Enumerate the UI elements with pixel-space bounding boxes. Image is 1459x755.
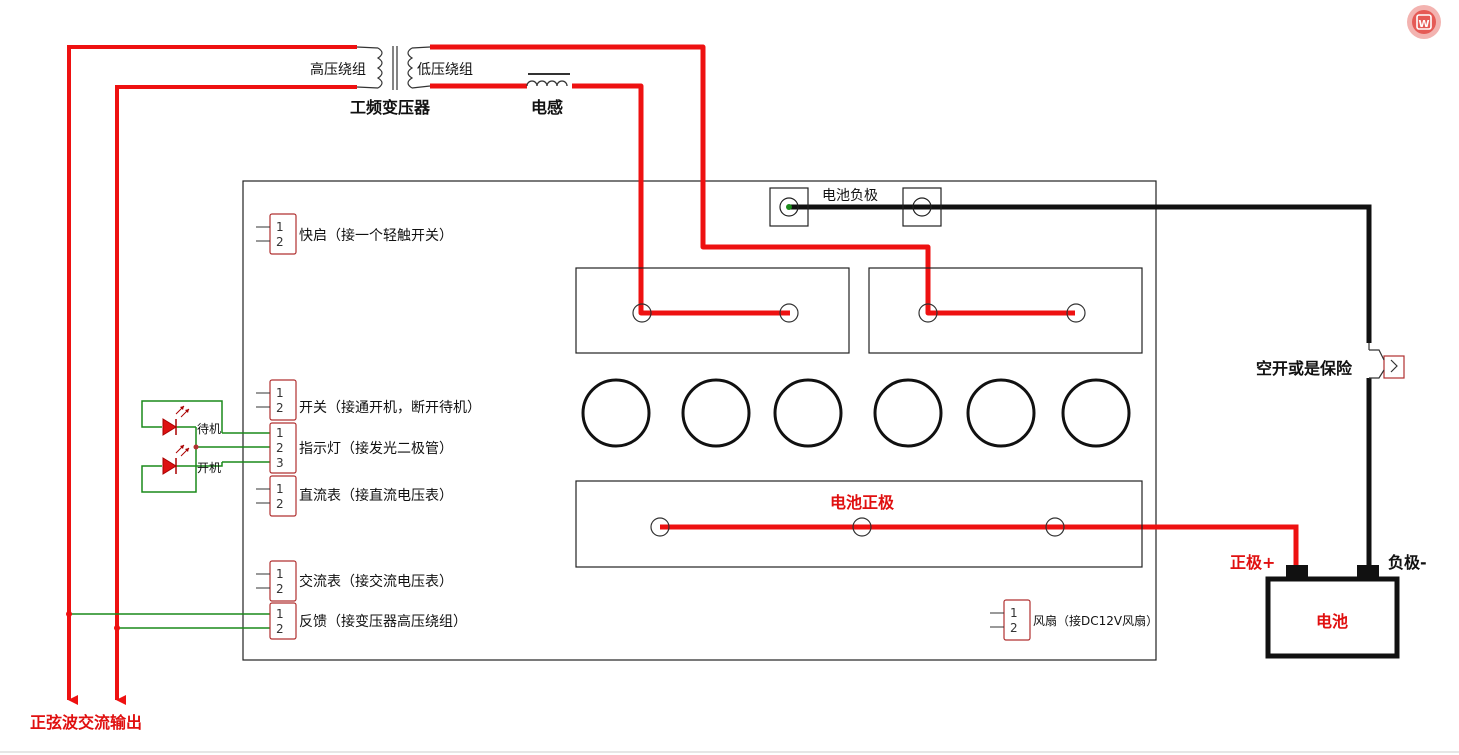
w-app-icon[interactable]: W <box>1407 5 1441 39</box>
svg-text:W: W <box>1418 19 1429 30</box>
inverter-board <box>242 180 1157 661</box>
connector-ac-meter[interactable]: 1 2 <box>256 560 297 602</box>
battery-icon <box>1265 565 1400 659</box>
svg-text:2: 2 <box>1010 621 1018 635</box>
low-side-wires <box>430 44 1075 316</box>
ac-output-label: 正弦波交流输出 <box>30 713 142 732</box>
connector-indicator[interactable]: 1 2 3 <box>269 422 297 474</box>
positive-terminals <box>650 517 1065 537</box>
standby-led-icon <box>162 405 190 436</box>
svg-text:2: 2 <box>276 497 284 511</box>
board-positive-label: 电池正极 <box>830 493 895 512</box>
svg-text:1: 1 <box>276 220 284 234</box>
breaker-label: 空开或是保险 <box>1256 359 1353 378</box>
feedback-wires <box>69 613 270 629</box>
connector-quick-start[interactable]: 1 2 <box>256 213 297 255</box>
power-on-led-icon <box>162 444 190 475</box>
svg-text:1: 1 <box>276 386 284 400</box>
junction-dot <box>66 611 72 617</box>
power-block <box>575 267 1143 354</box>
indicator-label: 指示灯（接发光二极管） <box>299 440 453 457</box>
svg-text:1: 1 <box>276 426 284 440</box>
battery-name: 电池 <box>1316 612 1348 631</box>
svg-text:3: 3 <box>276 456 284 470</box>
battery-positive-label: 正极+ <box>1230 553 1275 572</box>
svg-text:1: 1 <box>276 482 284 496</box>
power-on-led-label: 开机 <box>197 461 221 475</box>
inductor-name: 电感 <box>531 98 563 117</box>
junction-dot <box>114 625 120 631</box>
battery-positive-wire <box>660 524 1299 568</box>
breaker-icon <box>1368 343 1405 379</box>
high-winding-label: 高压绕组 <box>310 61 366 78</box>
connector-switch[interactable]: 1 2 <box>256 379 297 421</box>
led-circuit <box>141 400 270 493</box>
ac-output-wires <box>67 45 357 705</box>
quick-start-label: 快启（接一个轻触开关） <box>299 227 453 244</box>
svg-text:2: 2 <box>276 401 284 415</box>
inductor-icon <box>526 73 570 87</box>
junction-dot <box>193 444 199 450</box>
standby-led-label: 待机 <box>197 422 221 436</box>
board-negative-label: 电池负极 <box>822 188 878 204</box>
fan-label: 风扇（接DC12V风扇） <box>1033 613 1158 628</box>
svg-text:1: 1 <box>1010 606 1018 620</box>
dc-meter-label: 直流表（接直流电压表） <box>299 487 453 504</box>
svg-text:2: 2 <box>276 582 284 596</box>
svg-text:2: 2 <box>276 235 284 249</box>
transformer-icon <box>356 46 431 90</box>
positive-bus <box>575 480 1143 568</box>
ac-meter-label: 交流表（接交流电压表） <box>299 573 453 590</box>
connector-feedback[interactable]: 1 2 <box>269 602 297 640</box>
connector-fan[interactable]: 1 2 <box>990 599 1031 641</box>
svg-text:2: 2 <box>276 622 284 636</box>
switch-label: 开关（接通开机，断开待机） <box>299 399 481 416</box>
connector-dc-meter[interactable]: 1 2 <box>256 475 297 517</box>
transformer-name: 工频变压器 <box>350 98 431 117</box>
battery-negative-terminals <box>769 187 942 227</box>
svg-text:1: 1 <box>276 607 284 621</box>
battery-negative-label: 负极- <box>1388 553 1427 572</box>
capacitor-bank <box>581 378 1131 448</box>
terminal-screws <box>632 303 1086 323</box>
svg-text:2: 2 <box>276 441 284 455</box>
feedback-label: 反馈（接变压器高压绕组） <box>299 613 467 630</box>
low-winding-label: 低压绕组 <box>417 62 473 78</box>
battery-negative-wire <box>790 204 1372 568</box>
svg-text:1: 1 <box>276 567 284 581</box>
